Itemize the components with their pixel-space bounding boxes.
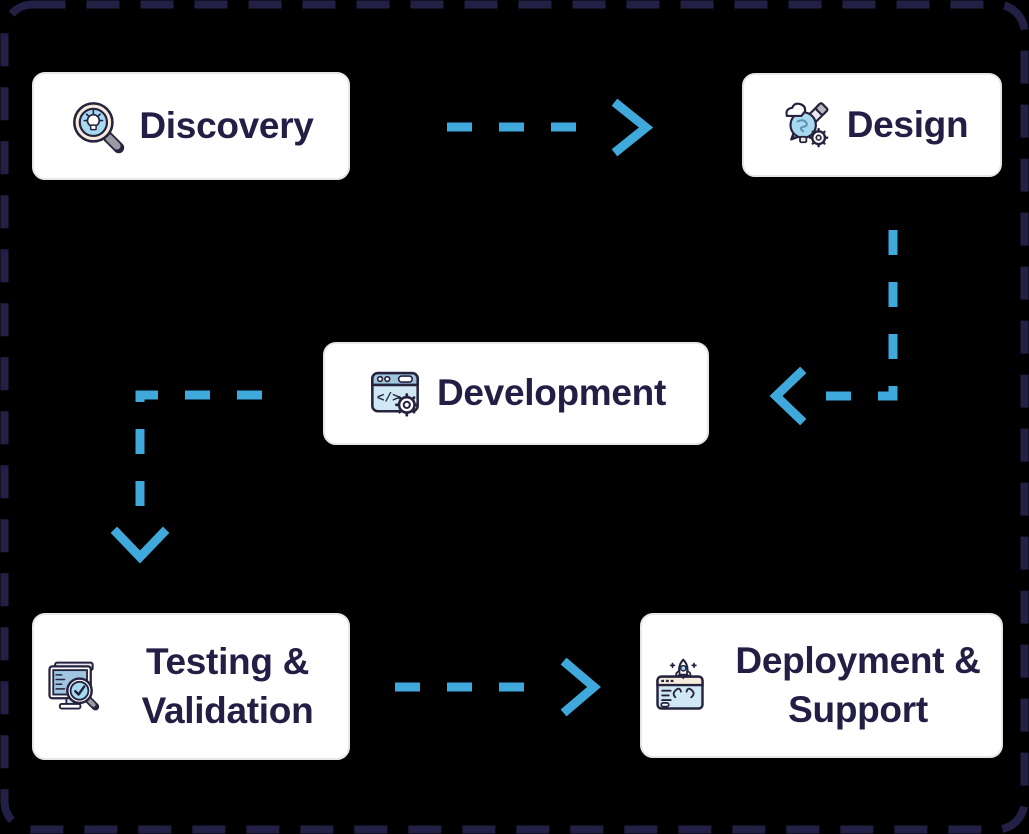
connector-design-development — [806, 230, 898, 401]
node-deployment-label: Deployment & Support — [735, 640, 981, 730]
browser-rocket-icon — [656, 658, 704, 710]
arrowhead-right-design — [611, 98, 654, 157]
node-discovery: Discovery — [32, 72, 350, 180]
node-development-label: Development — [436, 372, 667, 414]
browser-code-gear-icon: </> — [371, 371, 419, 417]
node-design: Design — [742, 73, 1002, 177]
node-discovery-label: Discovery — [139, 104, 314, 146]
arrowhead-down-testing — [110, 526, 170, 564]
node-development: </> Development — [323, 342, 709, 445]
connector-development-testing — [135, 390, 262, 512]
magnifier-lightbulb-icon — [73, 102, 125, 154]
arrowhead-left-development — [769, 366, 807, 426]
node-testing: Testing & Validation — [32, 613, 350, 760]
code-glyph: </> — [377, 390, 400, 405]
node-deployment: Deployment & Support — [640, 613, 1003, 758]
node-testing-label: Testing & Validation — [141, 641, 314, 731]
node-design-label: Design — [846, 103, 969, 145]
monitor-magnifier-check-icon — [48, 661, 100, 710]
arrowhead-right-deployment — [560, 657, 601, 717]
pencil-lightbulb-gear-icon — [785, 102, 829, 148]
